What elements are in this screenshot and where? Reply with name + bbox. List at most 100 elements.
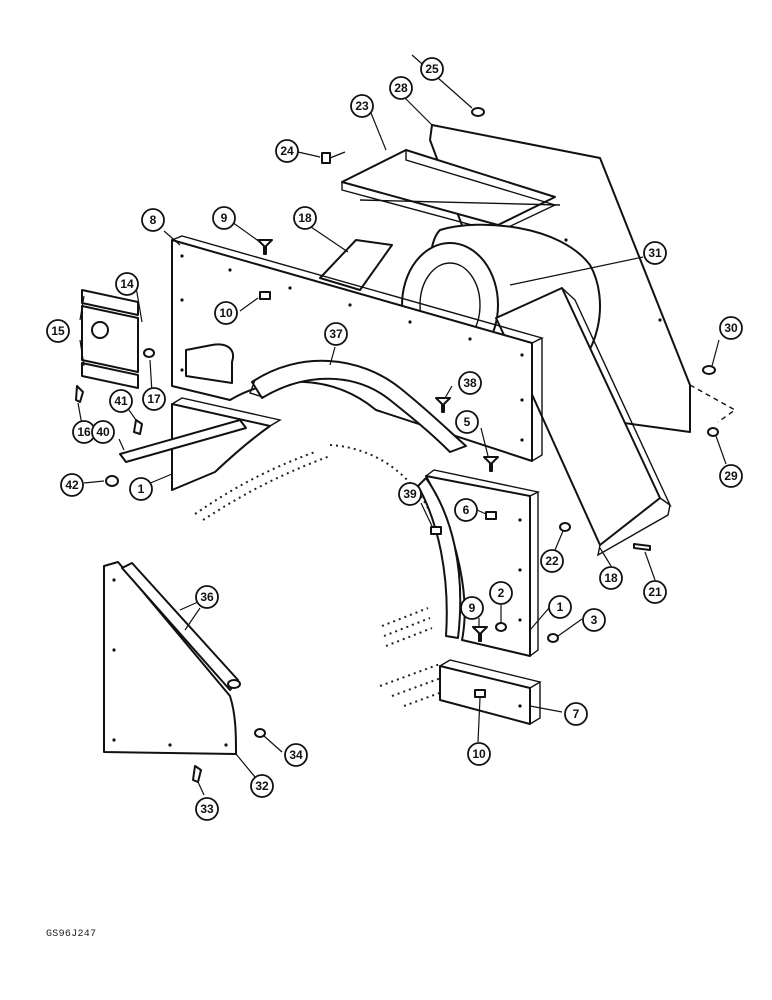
callout-7: 7: [564, 702, 588, 726]
callout-label: 10: [472, 747, 486, 761]
screw-icon-5: [483, 456, 499, 472]
support-arm: [119, 419, 247, 463]
callout-label: 18: [298, 211, 312, 225]
nut-icon-34: [254, 728, 266, 738]
bolt-icon-33: [192, 765, 202, 783]
callout-label: 32: [255, 779, 269, 793]
callout-5: 5: [455, 410, 479, 434]
callout-18b: 18: [599, 566, 623, 590]
nut-icon-2: [495, 622, 507, 632]
screw-icon-9a: [257, 239, 273, 255]
clip-icon-10b: [474, 689, 486, 698]
callout-label: 42: [65, 478, 79, 492]
callout-1a: 1: [129, 477, 153, 501]
callout-9b: 9: [460, 596, 484, 620]
callout-label: 21: [648, 585, 662, 599]
nut-icon-17: [143, 348, 155, 358]
callout-36: 36: [195, 585, 219, 609]
bottom-strip: [439, 659, 542, 725]
callout-label: 38: [463, 376, 477, 390]
callout-label: 9: [221, 211, 228, 225]
callout-label: 31: [648, 246, 662, 260]
screw-icon-38: [435, 397, 451, 413]
callout-10b: 10: [467, 742, 491, 766]
callout-9a: 9: [212, 206, 236, 230]
callout-23: 23: [350, 94, 374, 118]
callout-28: 28: [389, 76, 413, 100]
upper-bracket: [319, 239, 393, 291]
callout-label: 5: [464, 415, 471, 429]
callout-label: 2: [498, 586, 505, 600]
callout-label: 37: [329, 327, 343, 341]
clip-icon-39: [430, 526, 442, 535]
callout-label: 39: [403, 487, 417, 501]
bolt-icon-24: [321, 151, 346, 164]
nut-icon-30: [702, 365, 716, 375]
callout-31: 31: [643, 241, 667, 265]
callout-18a: 18: [293, 206, 317, 230]
callout-39: 39: [398, 482, 422, 506]
callout-label: 18: [604, 571, 618, 585]
callout-29: 29: [719, 464, 743, 488]
callout-label: 15: [51, 324, 65, 338]
callout-34: 34: [284, 743, 308, 767]
hardware-items: [75, 107, 719, 783]
callout-label: 40: [96, 425, 110, 439]
callout-6: 6: [454, 498, 478, 522]
callout-24: 24: [275, 139, 299, 163]
callout-label: 3: [591, 613, 598, 627]
curved-wall-panel: [417, 477, 462, 639]
nut-icon-25: [471, 107, 485, 117]
bolt-icon-29: [707, 427, 719, 437]
callout-label: 36: [200, 590, 214, 604]
callout-22: 22: [540, 549, 564, 573]
nut-icon-42: [105, 475, 119, 487]
callout-label: 7: [573, 707, 580, 721]
callout-32: 32: [250, 774, 274, 798]
callout-15: 15: [46, 319, 70, 343]
callout-label: 17: [147, 392, 161, 406]
callout-10a: 10: [214, 301, 238, 325]
callout-label: 8: [150, 213, 157, 227]
perforation-pattern: [379, 607, 465, 707]
callout-42: 42: [60, 473, 84, 497]
callout-label: 1: [138, 482, 145, 496]
clip-icon-10a: [259, 291, 271, 300]
callout-label: 24: [280, 144, 294, 158]
clip-icon-6: [485, 511, 497, 520]
callout-41: 41: [109, 389, 133, 413]
callout-label: 28: [394, 81, 408, 95]
callout-40: 40: [91, 420, 115, 444]
callout-17: 17: [142, 387, 166, 411]
callout-label: 22: [545, 554, 559, 568]
callout-3: 3: [582, 608, 606, 632]
callout-21: 21: [643, 580, 667, 604]
callout-label: 14: [120, 277, 134, 291]
bolt-icon-41: [133, 419, 143, 435]
callout-label: 10: [219, 306, 233, 320]
callout-label: 25: [425, 62, 439, 76]
callout-label: 23: [355, 99, 369, 113]
callout-label: 9: [469, 601, 476, 615]
rivets: [112, 238, 662, 747]
callout-1b: 1: [548, 595, 572, 619]
seal-plate: [81, 289, 139, 389]
callout-label: 29: [724, 469, 738, 483]
arch-trim: [249, 359, 467, 453]
nut-icon-3: [547, 633, 559, 643]
callout-label: 6: [463, 503, 470, 517]
bolt-icon-16: [75, 385, 84, 403]
callout-label: 34: [289, 748, 303, 762]
callout-label: 30: [724, 321, 738, 335]
callout-25: 25: [420, 57, 444, 81]
callout-30: 30: [719, 316, 743, 340]
bolt-icon-21: [633, 543, 651, 551]
nut-icon-22: [559, 522, 571, 532]
callout-8: 8: [141, 208, 165, 232]
callout-label: 16: [77, 425, 91, 439]
callout-label: 33: [200, 802, 214, 816]
screw-icon-9b: [472, 626, 488, 642]
drawing-reference-code: GS96J247: [46, 929, 97, 940]
callout-38: 38: [458, 371, 482, 395]
